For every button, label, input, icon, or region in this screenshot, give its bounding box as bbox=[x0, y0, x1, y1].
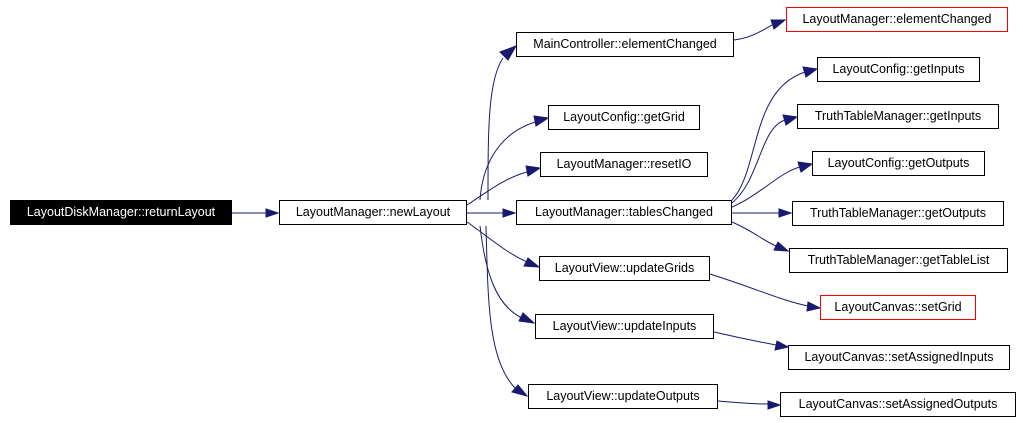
node-view-update-outputs[interactable]: LayoutView::updateOutputs bbox=[528, 384, 718, 409]
arrowhead bbox=[511, 384, 529, 397]
edge-tableschanged-to-config-getoutputs bbox=[731, 166, 801, 208]
arrowhead bbox=[782, 114, 799, 126]
node-tt-get-inputs[interactable]: TruthTableManager::getInputs bbox=[797, 104, 999, 129]
node-config-get-grid[interactable]: LayoutConfig::getGrid bbox=[548, 105, 700, 130]
node-view-update-grids[interactable]: LayoutView::updateGrids bbox=[539, 256, 710, 281]
node-config-get-outputs[interactable]: LayoutConfig::getOutputs bbox=[812, 151, 985, 176]
arrowhead bbox=[533, 115, 550, 127]
arrowhead bbox=[523, 257, 541, 268]
node-manager-tables-changed[interactable]: LayoutManager::tablesChanged bbox=[516, 200, 732, 225]
node-canvas-set-assigned-outputs[interactable]: LayoutCanvas::setAssignedOutputs bbox=[780, 392, 1016, 417]
node-config-get-inputs[interactable]: LayoutConfig::getInputs bbox=[817, 57, 980, 82]
edge-mainctrl-to-managerelementchanged bbox=[733, 24, 773, 41]
arrowhead bbox=[797, 161, 814, 173]
edge-newlayout-to-resetio bbox=[466, 171, 528, 206]
edge-updategrids-to-setgrid bbox=[709, 273, 809, 307]
edge-updateoutputs-to-setassignedoutputs bbox=[717, 400, 769, 405]
node-root[interactable]: LayoutDiskManager::returnLayout bbox=[10, 200, 232, 225]
edge-newlayout-to-updateinputs bbox=[479, 225, 523, 319]
node-new-layout[interactable]: LayoutManager::newLayout bbox=[279, 200, 467, 225]
arrowhead bbox=[525, 165, 542, 177]
arrowhead bbox=[265, 208, 280, 218]
edge-newlayout-to-updateoutputs bbox=[485, 225, 516, 389]
edge-newlayout-to-updategrids bbox=[466, 221, 528, 263]
edge-updateinputs-to-setassignedinputs bbox=[713, 331, 777, 346]
arrowhead bbox=[774, 340, 790, 351]
edge-newlayout-to-getgrid bbox=[479, 121, 536, 201]
arrowhead bbox=[770, 19, 787, 30]
node-manager-reset-io[interactable]: LayoutManager::resetIO bbox=[540, 152, 708, 177]
arrowhead bbox=[518, 312, 536, 324]
arrowhead bbox=[502, 208, 517, 218]
edge-tableschanged-to-config-getinputs bbox=[731, 71, 806, 201]
edge-tableschanged-to-tt-gettablelist bbox=[731, 221, 777, 247]
arrowhead bbox=[773, 241, 790, 252]
arrowhead bbox=[767, 400, 782, 410]
node-tt-get-outputs[interactable]: TruthTableManager::getOutputs bbox=[792, 201, 1004, 226]
node-view-update-inputs[interactable]: LayoutView::updateInputs bbox=[535, 314, 714, 339]
arrowhead bbox=[778, 208, 793, 218]
node-main-element-changed[interactable]: MainController::elementChanged bbox=[516, 32, 734, 57]
edge-tableschanged-to-tt-getinputs bbox=[731, 119, 786, 204]
arrowhead bbox=[499, 45, 518, 61]
edge-newlayout-to-mainctrl bbox=[487, 57, 504, 201]
node-canvas-set-assigned-inputs[interactable]: LayoutCanvas::setAssignedInputs bbox=[788, 345, 1010, 370]
arrowhead bbox=[802, 66, 819, 78]
node-manager-element-changed[interactable]: LayoutManager::elementChanged bbox=[786, 7, 1008, 32]
node-tt-get-table-list[interactable]: TruthTableManager::getTableList bbox=[789, 248, 1008, 273]
node-canvas-set-grid[interactable]: LayoutCanvas::setGrid bbox=[820, 295, 976, 320]
arrowhead bbox=[806, 301, 822, 312]
